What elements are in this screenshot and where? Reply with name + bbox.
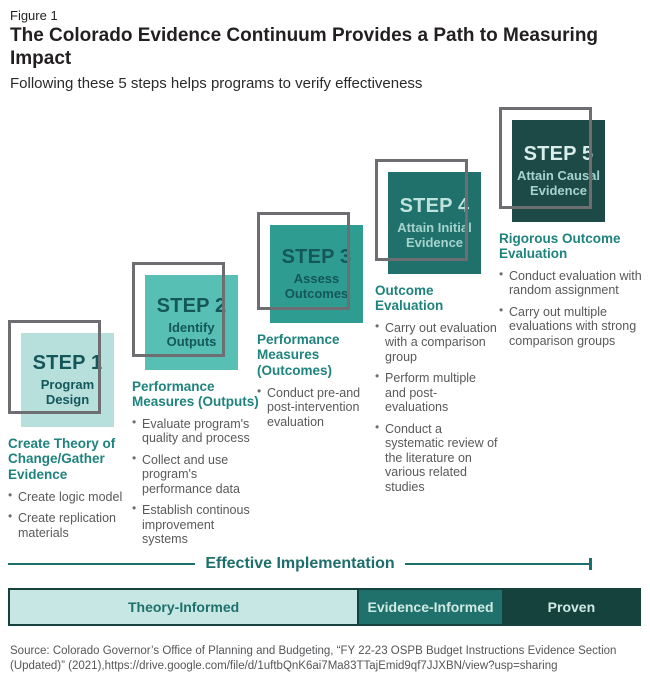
bullet-item: Conduct a systematic review of the liter… <box>375 421 500 495</box>
bullet-item: Carry out multiple evaluations with stro… <box>499 304 649 349</box>
step-3-column: STEP 3 Assess Outcomes Performance Measu… <box>257 211 375 436</box>
figure-title: The Colorado Evidence Continuum Provides… <box>10 25 599 69</box>
step-4-bullets: Carry out evaluation with a comparison g… <box>375 320 500 495</box>
segment-theory-informed: Theory-Informed <box>10 589 358 624</box>
step-3-bullets: Conduct pre-and post-intervention evalua… <box>257 385 375 430</box>
segment-label: Proven <box>547 598 596 615</box>
evidence-continuum-bar: Theory-Informed Evidence-Informed Proven <box>8 587 641 626</box>
bullet-item: Create logic model <box>8 489 129 505</box>
step-1-number: STEP 1 <box>32 352 103 375</box>
bullet-item: Create replication materials <box>8 510 129 540</box>
step-4-frame <box>375 158 468 261</box>
bullet-item: Evaluate program's quality and process <box>132 416 259 446</box>
step-5-box-label: Attain Causal Evidence <box>516 168 601 198</box>
source-citation: Source: Colorado Governor’s Office of Pl… <box>10 644 617 673</box>
step-3-number: STEP 3 <box>281 246 352 269</box>
step-1-box-label: Program Design <box>40 377 95 407</box>
step-1-bullets: Create logic model Create replication ma… <box>8 489 129 541</box>
step-4-number: STEP 4 <box>399 195 470 218</box>
effective-implementation-label: Effective Implementation <box>205 554 395 572</box>
segment-label: Theory-Informed <box>127 598 240 615</box>
evidence-continuum-diagram: STEP 1 Program Design Create Theory of C… <box>0 94 650 546</box>
segment-evidence-informed: Evidence-Informed <box>357 589 502 624</box>
bullet-item: Collect and use program's performance da… <box>132 452 259 497</box>
step-4-heading: Outcome Evaluation <box>375 282 444 314</box>
effective-implementation-axis: Effective Implementation <box>8 552 593 576</box>
step-5-number: STEP 5 <box>523 143 594 166</box>
bullet-item: Conduct evaluation with random assignmen… <box>499 268 649 298</box>
step-5-heading: Rigorous Outcome Evaluation <box>499 230 621 262</box>
bullet-item: Establish continous improvement systems <box>132 502 259 547</box>
step-2-column: STEP 2 Identify Outputs Performance Meas… <box>132 261 259 554</box>
step-1-heading: Create Theory of Change/Gather Evidence <box>8 435 116 482</box>
segment-label: Evidence-Informed <box>367 598 494 615</box>
figure-header: Figure 1 The Colorado Evidence Continuum… <box>0 0 650 92</box>
step-4-column: STEP 4 Attain Initial Evidence Outcome E… <box>375 158 500 502</box>
step-5-box: STEP 5 Attain Causal Evidence <box>499 106 649 222</box>
bullet-item: Perform multiple and post-evaluations <box>375 370 500 415</box>
step-2-heading: Performance Measures (Outputs) <box>132 378 259 410</box>
step-3-box-label: Assess Outcomes <box>284 271 349 301</box>
step-2-box: STEP 2 Identify Outputs <box>132 261 259 370</box>
axis-line-left <box>8 562 196 565</box>
step-1-box: STEP 1 Program Design <box>8 319 129 427</box>
step-5-frame <box>499 106 592 209</box>
bullet-item: Conduct pre-and post-intervention evalua… <box>257 385 375 430</box>
step-5-column: STEP 5 Attain Causal Evidence Rigorous O… <box>499 106 649 356</box>
step-4-box-label: Attain Initial Evidence <box>397 220 472 250</box>
step-1-column: STEP 1 Program Design Create Theory of C… <box>8 319 129 547</box>
segment-proven: Proven <box>501 589 639 624</box>
bullet-item: Carry out evaluation with a comparison g… <box>375 320 500 365</box>
axis-line-right-with-end-tick <box>404 557 593 570</box>
step-4-box: STEP 4 Attain Initial Evidence <box>375 158 500 274</box>
step-3-box: STEP 3 Assess Outcomes <box>257 211 375 323</box>
step-3-heading: Performance Measures (Outcomes) <box>257 331 340 378</box>
step-2-frame <box>132 261 225 357</box>
step-5-bullets: Conduct evaluation with random assignmen… <box>499 268 649 349</box>
step-2-number: STEP 2 <box>156 294 227 317</box>
step-3-frame <box>257 211 350 310</box>
step-2-box-label: Identify Outputs <box>166 319 217 350</box>
figure-label: Figure 1 <box>10 8 58 23</box>
step-1-frame <box>8 319 101 414</box>
figure-subtitle: Following these 5 steps helps programs t… <box>10 74 423 92</box>
step-2-bullets: Evaluate program's quality and process C… <box>132 416 259 547</box>
